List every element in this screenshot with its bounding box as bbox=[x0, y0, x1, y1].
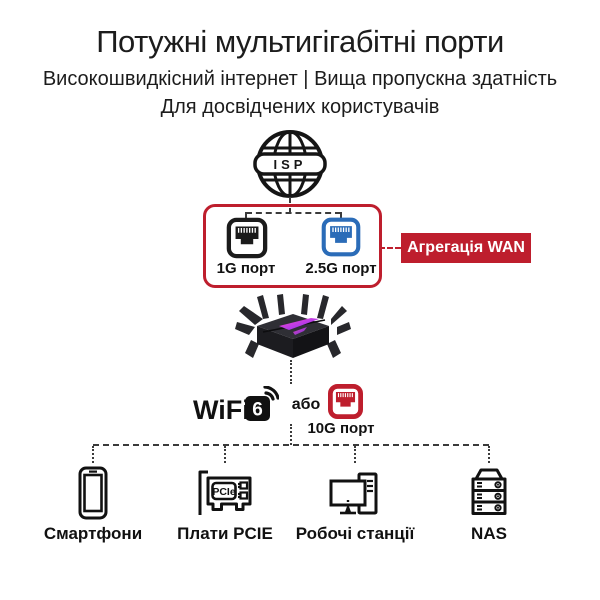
ethernet-port-1g-icon bbox=[226, 217, 268, 259]
wifi6-logo: WiFi 6 bbox=[193, 385, 280, 435]
workstation-icon bbox=[329, 472, 381, 523]
wifi-wave-icon bbox=[263, 385, 280, 400]
wifi-wave-icon bbox=[264, 391, 275, 401]
connector-nas bbox=[488, 446, 490, 463]
isp-globe-icon: ISP bbox=[252, 129, 328, 210]
device-label-smartphones: Смартфони bbox=[43, 524, 143, 543]
port-10g-label: 10G порт bbox=[307, 420, 375, 437]
rog-router-image bbox=[232, 292, 354, 369]
connector-wan-aggregation bbox=[379, 247, 401, 249]
wan-aggregation-badge: Агрегація WAN bbox=[401, 233, 531, 263]
pcie-chip-label: PCIe bbox=[212, 486, 236, 498]
connector-workstation bbox=[354, 446, 356, 463]
port-1g-label: 1G порт bbox=[216, 260, 276, 277]
or-label: або bbox=[291, 396, 321, 413]
ethernet-port-2-5g-icon bbox=[321, 217, 361, 257]
connector-lan-to-bus bbox=[290, 424, 292, 445]
device-label-nas: NAS bbox=[471, 524, 507, 543]
connector-router-to-lan bbox=[290, 360, 292, 384]
subtitle-line-1: Високошвидкісний інтернет | Вища пропуск… bbox=[42, 68, 558, 90]
wifi-word: WiFi bbox=[193, 395, 250, 425]
ethernet-port-10g-icon bbox=[328, 384, 363, 419]
smartphone-icon bbox=[78, 466, 108, 525]
connector-branch-left bbox=[245, 212, 247, 219]
wan-aggregation-box bbox=[203, 204, 382, 288]
page-title: Потужні мультигігабітні порти bbox=[96, 24, 504, 59]
pcie-card-icon: PCIe bbox=[196, 468, 254, 523]
connector-pcie bbox=[224, 446, 226, 463]
wifi-number: 6 bbox=[252, 400, 263, 421]
connector-branch-horizontal bbox=[246, 212, 341, 214]
device-label-workstations: Робочі станції bbox=[295, 524, 415, 543]
isp-label: ISP bbox=[274, 157, 307, 172]
connector-smartphone bbox=[92, 446, 94, 463]
subtitle-line-2: Для досвідчених користувачів bbox=[160, 96, 440, 118]
nas-icon bbox=[468, 467, 510, 522]
connector-device-bus bbox=[93, 444, 489, 446]
device-label-pcie-cards: Плати PCIE bbox=[177, 524, 273, 543]
connector-branch-right bbox=[340, 212, 342, 219]
port-2-5g-label: 2.5G порт bbox=[305, 260, 377, 277]
